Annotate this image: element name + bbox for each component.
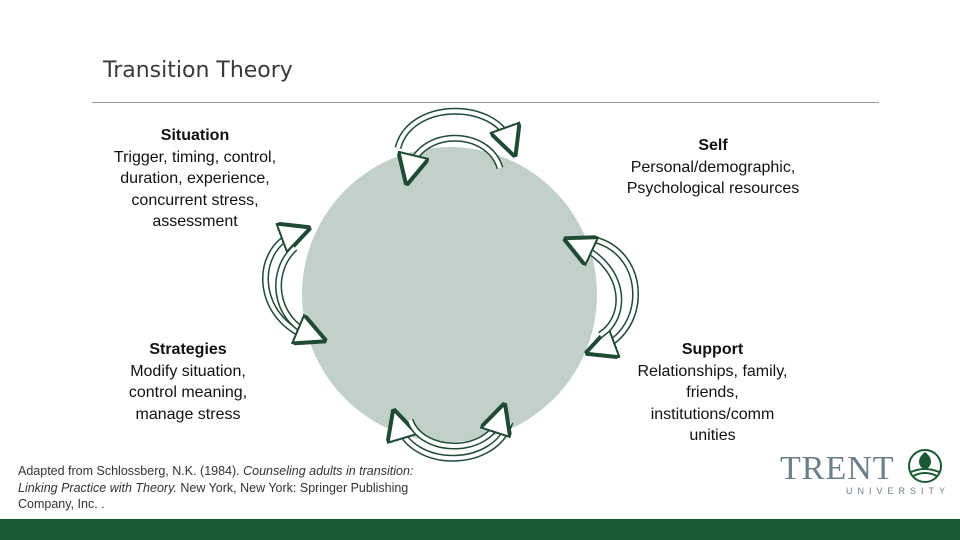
support-heading: Support (681, 341, 744, 358)
support-block: Support Relationships, family, friends, … (630, 339, 795, 447)
top-arrow-pair (394, 107, 514, 172)
logo-wordmark: TRENT (780, 450, 895, 487)
situation-block: Situation Trigger, timing, control, dura… (95, 125, 295, 233)
trent-university-logo: TRENT UNIVERSITY (780, 448, 945, 500)
situation-body: Trigger, timing, control, duration, expe… (113, 148, 277, 231)
self-heading: Self (698, 137, 728, 154)
logo-subtext: UNIVERSITY (846, 486, 951, 496)
citation-publisher: New York, New York: Springer Publishing … (18, 480, 409, 512)
top-inner-arrow (406, 134, 504, 172)
strategies-body: Modify situation, control meaning, manag… (128, 362, 248, 423)
top-outer-arrow (394, 107, 514, 150)
citation-book-title: Counseling adults in transition: Linking… (18, 464, 414, 495)
situation-heading: Situation (160, 127, 230, 144)
strategies-heading: Strategies (149, 341, 227, 358)
citation: Adapted from Schlossberg, N.K. (1984). C… (18, 463, 418, 513)
self-body: Personal/demographic, Psychological reso… (626, 158, 800, 198)
support-body: Relationships, family, friends, institut… (637, 362, 788, 445)
center-circle (302, 147, 597, 442)
strategies-block: Strategies Modify situation, control mea… (110, 339, 266, 425)
citation-prefix: Adapted from Schlossberg, N.K. (1984). (18, 464, 244, 478)
bottom-arrow-pair (398, 416, 514, 462)
left-arrow-pair (262, 233, 318, 340)
right-arrow-pair (578, 240, 639, 348)
footer-bar (0, 519, 960, 540)
title-divider (92, 102, 879, 103)
bottom-inner-arrow (406, 416, 504, 450)
trent-crest-icon (908, 449, 942, 483)
slide-title: Transition Theory (103, 58, 293, 83)
self-block: Self Personal/demographic, Psychological… (608, 135, 818, 200)
